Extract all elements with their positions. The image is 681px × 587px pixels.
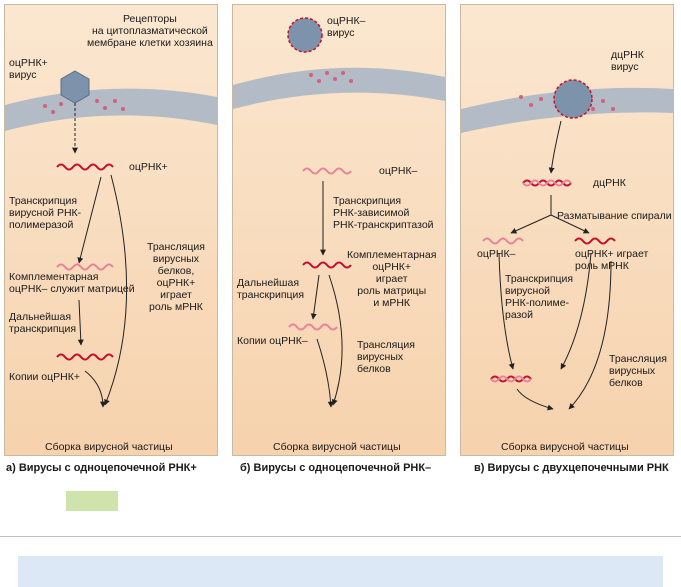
plus-label: оцРНК+ играет роль мРНК (575, 248, 649, 272)
receptor-dots (43, 99, 125, 114)
panel-c-graphics (461, 79, 673, 411)
panel-a-graphics (5, 70, 217, 408)
receptor-dots (519, 95, 615, 111)
caption-c: в) Вирусы с двухцепочечными РНК (474, 462, 669, 474)
assembly-label: Сборка вирусной частицы (45, 441, 173, 453)
translation-label: Трансляция вирусных белков (609, 353, 667, 389)
virus-label: оцРНК+ вирус (9, 57, 48, 81)
footer-bar (18, 556, 663, 587)
virus-icon (287, 17, 323, 53)
complementary-label: Комплементарная оцРНК+ играет роль матри… (347, 249, 437, 309)
receptors-label: Рецепторы на цитоплазматической мембране… (87, 13, 213, 49)
further-label: Дальнейшая транскрипция (237, 277, 305, 301)
translation-label: Трансляция вирусных белков, оцРНК+ играе… (147, 241, 205, 313)
receptor-dots (309, 71, 353, 83)
further-label: Дальнейшая транскрипция (9, 311, 77, 335)
panel-a: Рецепторы на цитоплазматической мембране… (4, 4, 218, 456)
assembly-label: Сборка вирусной частицы (501, 441, 629, 453)
rna-label: оцРНК+ (129, 161, 168, 173)
caption-b: б) Вирусы с одноцепочечной РНК– (240, 462, 432, 474)
ssrna-minus (302, 167, 352, 175)
minus-label: оцРНК– (477, 248, 516, 260)
ssrna-minus (56, 263, 114, 271)
ssrna-plus (302, 261, 352, 269)
green-highlight-box (66, 491, 118, 511)
copies-label: Копии оцРНК+ (9, 371, 80, 383)
ssrna-copies (56, 353, 114, 361)
cell-membrane (5, 88, 217, 131)
ssrna-plus (56, 163, 114, 171)
complementary-label: Комплементарная оцРНК– служит матрицей (9, 271, 135, 295)
rna-label: дцРНК (593, 177, 626, 189)
transcription-label: Транскрипция вирусной РНК- полимеразой (9, 195, 82, 231)
cell-membrane (233, 67, 445, 109)
ssrna-minus (482, 237, 524, 245)
panel-b: оцРНК– вирус оцРНК– Транскрипция РНК-зав… (232, 4, 446, 456)
copies-label: Копии оцРНК– (237, 335, 308, 347)
virus-label: дцРНК вирус (611, 49, 644, 73)
assembly-label: Сборка вирусной частицы (273, 441, 401, 453)
virus-label: оцРНК– вирус (327, 15, 366, 39)
transcription-label: Транскрипция вирусной РНК-полиме- разой (505, 273, 574, 321)
ssrna-plus (574, 237, 616, 245)
panel-c: дцРНК вирус дцРНК Разматывание спирали о… (460, 4, 674, 456)
caption-a: а) Вирусы с одноцепочечной РНК+ (6, 462, 197, 474)
unwinding-label: Разматывание спирали (557, 210, 672, 222)
dsrna-new (490, 375, 532, 383)
translation-label: Трансляция вирусных белков (357, 339, 415, 375)
rna-label: оцРНК– (379, 165, 418, 177)
virus-icon (553, 79, 593, 119)
transcription-label: Транскрипция РНК-зависимой РНК-транскрип… (333, 195, 434, 231)
dsrna (522, 179, 572, 187)
ssrna-copies (288, 323, 338, 331)
divider (0, 536, 681, 537)
panel-b-graphics (233, 17, 445, 408)
